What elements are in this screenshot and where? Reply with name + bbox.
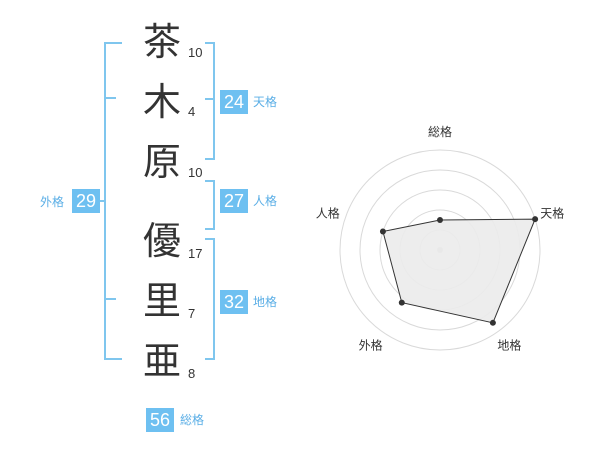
chikaku-label: 地格 [253, 295, 278, 309]
name-char: 優 [142, 219, 181, 263]
soukaku-badge: 56 [146, 408, 174, 432]
radar-point [489, 319, 496, 326]
name-char: 原 [142, 140, 181, 184]
name-char: 里 [142, 279, 181, 323]
radar-point [437, 217, 443, 223]
gaikaku-label: 外格 [40, 195, 65, 209]
radar-shape [379, 216, 539, 326]
radar-axis-label: 地格 [497, 337, 521, 352]
radar-axis-label: 人格 [316, 206, 340, 221]
radar-grid-ring [339, 149, 541, 351]
name-char: 亜 [142, 339, 181, 383]
radar-axis-label: 総格 [428, 124, 452, 139]
name-char: 木 [142, 80, 181, 124]
radar-axis-label: 外格 [359, 337, 383, 352]
gaikaku-badge: 29 [72, 189, 100, 213]
stroke-count: 8 [188, 366, 196, 381]
stroke-count: 10 [188, 165, 203, 180]
stroke-count: 17 [188, 246, 203, 261]
jinkaku-label: 人格 [253, 194, 278, 208]
stroke-count: 10 [188, 45, 203, 60]
radar-polygon [382, 218, 536, 324]
name-char: 茶 [142, 20, 181, 64]
tenkaku-badge: 24 [220, 90, 248, 114]
radar-axis-label: 天格 [540, 206, 564, 221]
stroke-count: 4 [188, 104, 196, 119]
radar-point [398, 299, 405, 306]
stroke-count: 7 [188, 306, 196, 321]
jinkaku-badge: 27 [220, 189, 248, 213]
soukaku-label: 総格 [180, 413, 205, 427]
chikaku-badge: 32 [220, 290, 248, 314]
tenkaku-label: 天格 [253, 95, 278, 109]
radar-point [532, 216, 539, 223]
radar-point [379, 228, 386, 235]
